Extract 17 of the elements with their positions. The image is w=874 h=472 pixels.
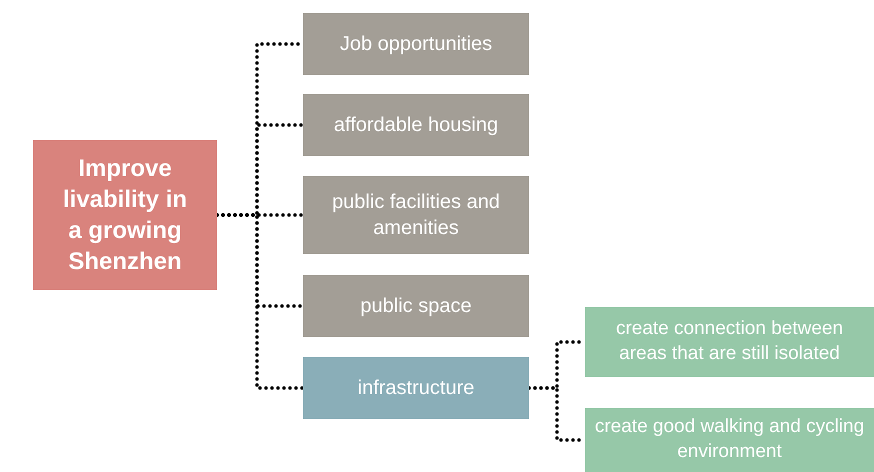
node-text: Improve livability in a growing Shenzhen [62, 154, 188, 278]
goal-box [33, 140, 217, 290]
node-text: public facilities and amenities [331, 190, 501, 241]
dotted-connector [215, 213, 305, 390]
node-text: create good walking and cycling environment [594, 415, 866, 464]
node-text: Job opportunities [340, 32, 492, 57]
action-box [585, 408, 874, 472]
node-text: infrastructure [358, 376, 474, 401]
action-box [585, 307, 874, 377]
node-text: create connection between areas that are still isolated [614, 317, 844, 366]
node-text: affordable housing [334, 113, 498, 138]
category-box [303, 357, 529, 419]
node-text: public space [360, 294, 472, 319]
category-box [303, 275, 529, 337]
category-box [303, 13, 529, 75]
category-box [303, 94, 529, 156]
category-box [303, 176, 529, 254]
